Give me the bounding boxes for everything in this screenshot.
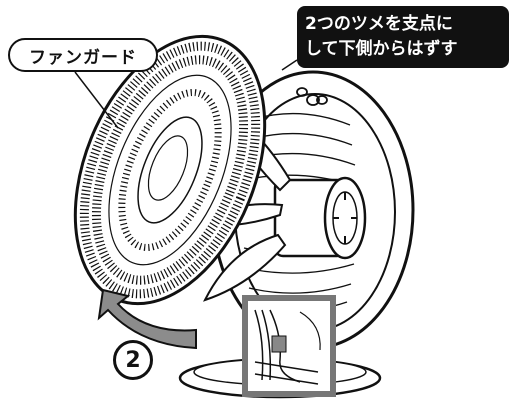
fan-guard-label: ファンガード (8, 38, 158, 72)
motor-hub (273, 176, 367, 260)
callout-leader-line (281, 59, 298, 71)
label-leader-line (74, 71, 119, 129)
callout-line-2: して下側からはずす (305, 39, 458, 59)
callout-line-1: 2つのツメを支点に (305, 14, 453, 34)
step-number-badge: 2 (113, 340, 153, 380)
curved-arrow-icon (97, 288, 197, 350)
fan-guard-front (73, 34, 267, 306)
instruction-callout: 2つのツメを支点に して下側からはずす (297, 6, 509, 68)
highlight-box (242, 295, 336, 397)
